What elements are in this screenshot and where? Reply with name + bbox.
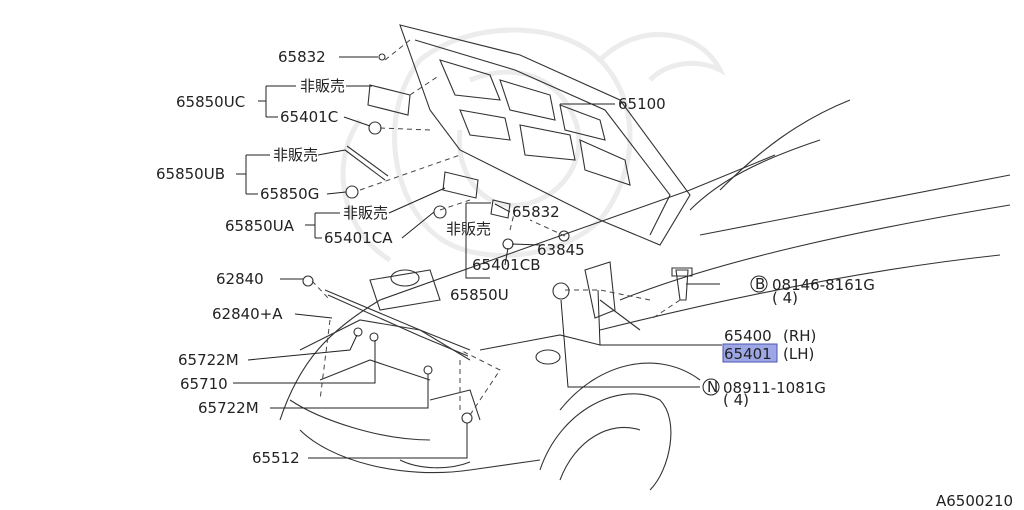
not-for-sale-label: 非販売 (446, 220, 491, 238)
part-65100[interactable]: 65100 (618, 95, 666, 113)
part-65722m-lower[interactable]: 65722M (198, 399, 259, 417)
nut-n-letter: N (707, 378, 718, 396)
part-08911-1081g[interactable]: 08911-1081G (723, 379, 826, 397)
part-65850g[interactable]: 65850G (260, 185, 319, 203)
part-65400[interactable]: 65400 (724, 327, 772, 345)
part-65401-side: (LH) (783, 345, 814, 363)
bolt-b-quantity: ( 4) (772, 289, 798, 307)
part-65832-top[interactable]: 65832 (278, 48, 326, 66)
part-65722m-upper[interactable]: 65722M (178, 351, 239, 369)
part-65850ub[interactable]: 65850UB (156, 165, 225, 183)
part-63845[interactable]: 63845 (537, 241, 585, 259)
part-65710[interactable]: 65710 (180, 375, 228, 393)
part-65512[interactable]: 65512 (252, 449, 300, 467)
bolt-b-letter: B (755, 275, 765, 293)
part-65850uc[interactable]: 65850UC (176, 93, 245, 111)
nut-n-quantity: ( 4) (723, 391, 749, 409)
part-65850u[interactable]: 65850U (450, 286, 509, 304)
diagram-code: A6500210 (936, 492, 1013, 510)
assembly-dashes (311, 39, 681, 416)
circled-letter-n-icon (702, 378, 720, 396)
car-body (279, 99, 1011, 491)
not-for-sale-label: 非販売 (300, 77, 345, 95)
small-parts (302, 53, 693, 424)
watermark-logo (340, 27, 726, 263)
part-65401[interactable]: 65401 (724, 345, 772, 363)
hood-panel (399, 24, 691, 246)
circled-letter-b-icon (750, 275, 768, 293)
part-65401ca[interactable]: 65401CA (324, 229, 393, 247)
not-for-sale-label: 非販売 (273, 146, 318, 164)
part-08146-8161g[interactable]: 08146-8161G (772, 276, 875, 294)
not-for-sale-label: 非販売 (343, 204, 388, 222)
selected-part-highlight (722, 343, 778, 363)
part-65401cb[interactable]: 65401CB (472, 256, 540, 274)
part-62840[interactable]: 62840 (216, 270, 264, 288)
part-65400-side: (RH) (783, 327, 816, 345)
part-65401c[interactable]: 65401C (280, 108, 338, 126)
leader-lines (233, 56, 722, 459)
part-62840a[interactable]: 62840+A (212, 305, 283, 323)
part-65832-mid[interactable]: 65832 (512, 203, 560, 221)
part-65850ua[interactable]: 65850UA (225, 217, 295, 235)
